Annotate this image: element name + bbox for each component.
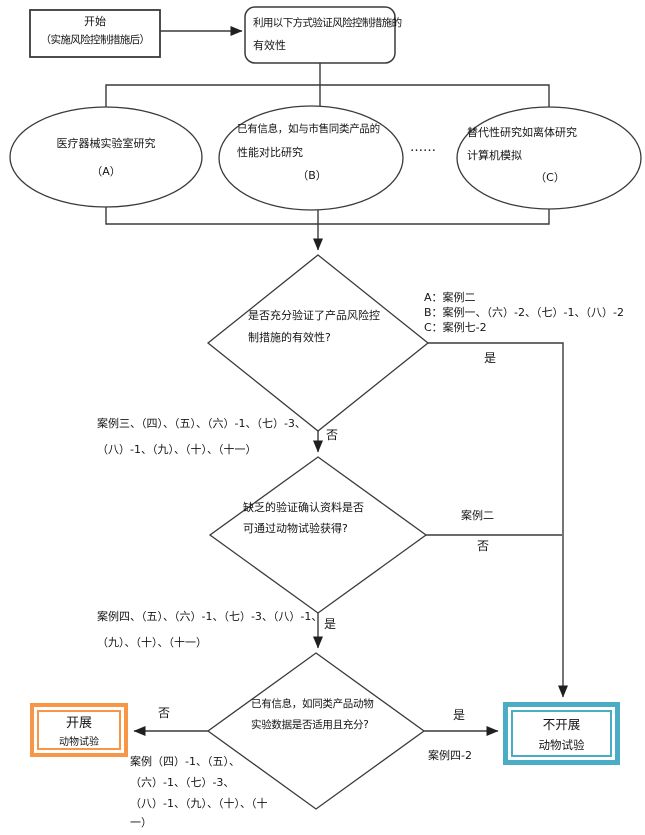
ellipsis-text: …… <box>410 140 436 155</box>
do-animal-test-line1: 开展 <box>65 716 92 731</box>
do-animal-test-line2: 动物试验 <box>59 737 99 748</box>
dont-animal-test-line1: 不开展 <box>542 717 581 732</box>
d2-no-case-note: 案例二 <box>461 509 494 522</box>
decision2-no-label: 否 <box>477 539 490 553</box>
ellipse-c-tag: （C） <box>535 171 565 184</box>
start-box-shape <box>29 9 161 58</box>
ellipse-c-shape <box>456 106 642 210</box>
d1-no-cases-line2: （八）-1、（九）、（十）、（十一） <box>97 443 257 456</box>
ellipse-b-shape <box>218 105 404 211</box>
decision1-no-label: 否 <box>326 428 339 442</box>
ellipse-b-tag: （B） <box>297 169 327 182</box>
d1-no-cases-line1: 案例三、（四）、（五）、（六）-1、（七）-3、 <box>97 417 306 430</box>
connector-d1-yes-to-dontbox <box>428 342 568 698</box>
dont-animal-test-box: 不开展 动物试验 <box>503 702 620 765</box>
decision2-shape <box>208 456 428 614</box>
decision3-line2: 实验数据是否适用且充分? <box>251 719 369 731</box>
verify-node-line1: 利用以下方式验证风险控制措施的 <box>253 17 402 29</box>
decision1-shape <box>206 254 430 432</box>
d3-no-cases-line3: （八）-1、（九）、（十）、（十 <box>130 797 268 810</box>
decision3-line1: 已有信息，如同类产品动物 <box>251 698 374 710</box>
ellipse-a-label: 医疗器械实验室研究 <box>56 137 156 150</box>
verify-box-shape <box>244 6 396 64</box>
ellipse-c-line1: 替代性研究如离体研究 <box>467 126 577 139</box>
case-note-c: C：案例七-2 <box>424 321 487 334</box>
decision3-yes-label: 是 <box>453 708 466 722</box>
decision1-line1: 是否充分验证了产品风险控 <box>248 309 380 322</box>
ellipse-b-line2: 性能对比研究 <box>237 146 303 159</box>
decision2-line2: 可通过动物试验获得? <box>243 522 348 535</box>
connector-top-rail <box>105 84 550 108</box>
d3-no-cases-line4: 一） <box>130 816 152 829</box>
decision1-yes-label: 是 <box>484 351 497 365</box>
start-node-line2: （实施风险控制措施后） <box>40 34 151 46</box>
d3-yes-case-note: 案例四-2 <box>428 749 472 762</box>
ellipse-a-shape <box>9 106 203 208</box>
d2-yes-cases-line1: 案例四、（五）、（六）-1、（七）-3、（八）-1、 <box>97 610 323 623</box>
decision1-line2: 制措施的有效性? <box>248 331 331 344</box>
verify-node-line2: 有效性 <box>253 39 286 52</box>
do-animal-test-box: 开展 动物试验 <box>30 703 128 757</box>
decision2-yes-label: 是 <box>324 617 337 631</box>
start-node-line1: 开始 <box>84 15 106 28</box>
d2-yes-cases-line2: （九）、（十）、（十一） <box>97 636 207 649</box>
decision2-line1: 缺乏的验证确认资料是否 <box>243 501 364 514</box>
ellipse-b-line1: 已有信息，如与市售同类产品的 <box>237 123 380 135</box>
d3-no-cases-line2: （六）-1、（七）-3、 <box>130 776 235 789</box>
dont-animal-test-line2: 动物试验 <box>538 738 585 752</box>
case-note-b: B：案例一、（六）-2、（七）-1、（八）-2 <box>424 306 624 319</box>
case-note-a: A：案例二 <box>424 291 476 304</box>
decision3-shape <box>206 652 426 810</box>
ellipse-a-tag: （A） <box>91 165 121 178</box>
d3-no-cases-line1: 案例（四）-1、（五）、 <box>130 755 240 768</box>
connector-bottom-rail <box>105 207 550 225</box>
ellipse-c-line2: 计算机模拟 <box>467 149 522 162</box>
decision3-no-label: 否 <box>158 706 171 720</box>
